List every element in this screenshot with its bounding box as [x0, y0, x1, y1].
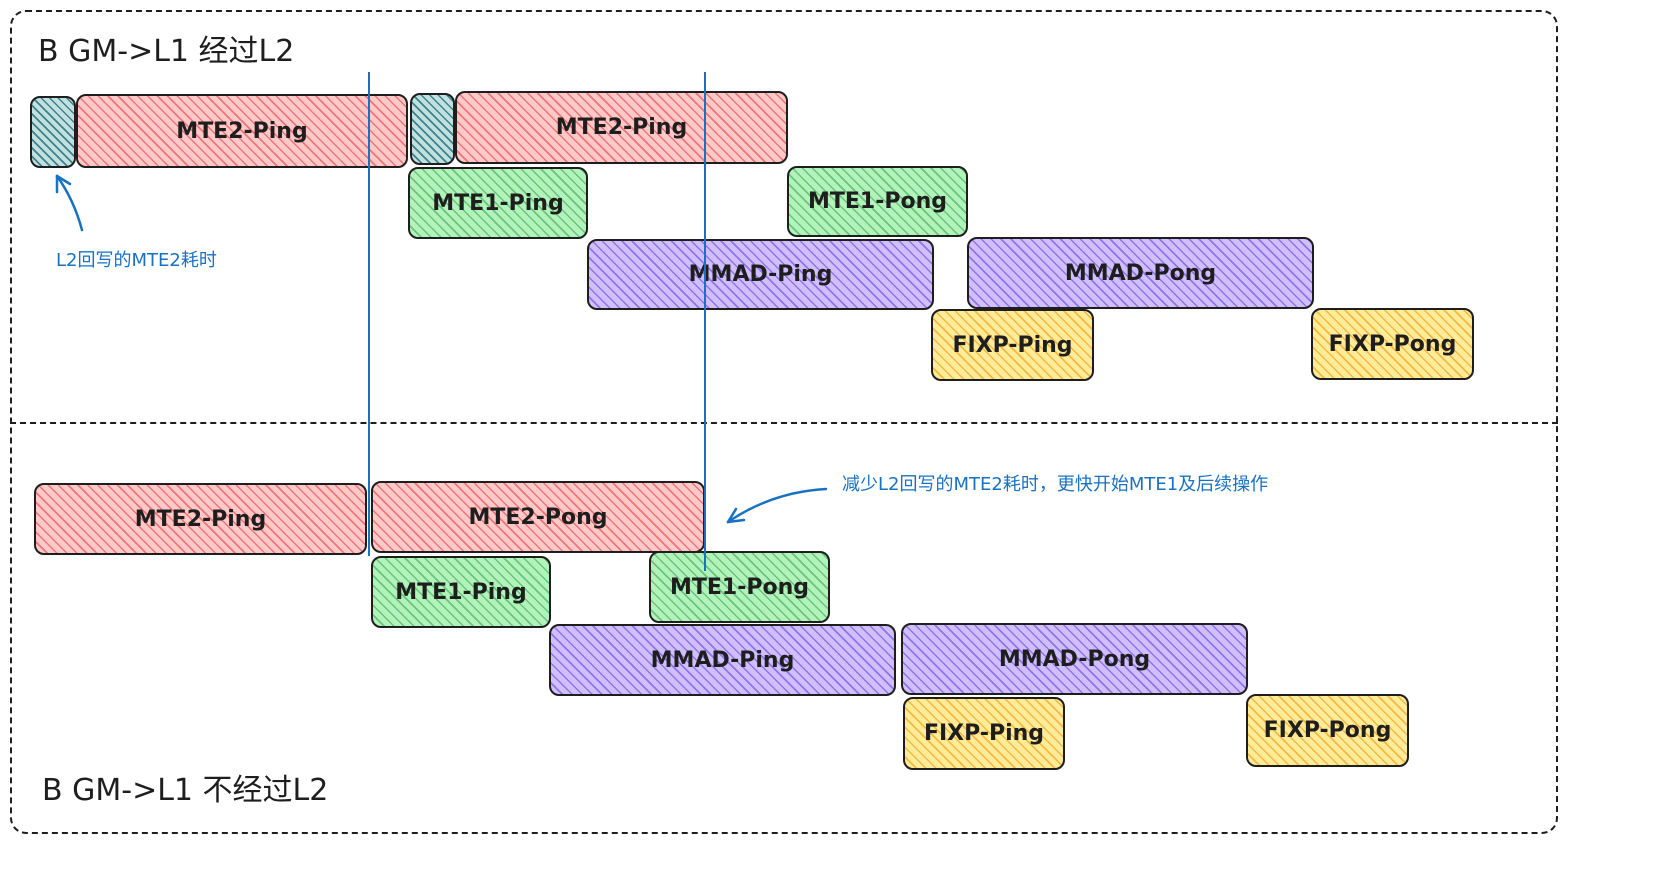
bottom-mte2-pong-box: MTE2-Pong — [371, 481, 705, 553]
top-annotation-text: L2回写的MTE2耗时 — [56, 250, 217, 271]
bottom-fixp-ping-box: FIXP-Ping — [903, 697, 1065, 770]
top-mte1-pong-box: MTE1-Pong — [787, 166, 968, 237]
top-section-title: B GM->L1 经过L2 — [38, 34, 295, 69]
bottom-mmad-ping-box: MMAD-Ping — [549, 624, 896, 696]
bottom-mte1-ping-box: MTE1-Ping — [371, 556, 551, 628]
top-mte2-ping-box-2: MTE2-Ping — [455, 91, 788, 164]
alignment-guide-line-2 — [704, 72, 706, 571]
top-fixp-pong-box: FIXP-Pong — [1311, 308, 1474, 380]
bottom-mte1-pong-box: MTE1-Pong — [649, 551, 830, 623]
bottom-mte2-ping-box: MTE2-Ping — [34, 483, 367, 555]
top-mmad-pong-box: MMAD-Pong — [967, 237, 1314, 309]
top-mte2-ping-box-1: MTE2-Ping — [76, 94, 408, 168]
top-mmad-ping-box: MMAD-Ping — [587, 239, 934, 310]
bottom-mmad-pong-box: MMAD-Pong — [901, 623, 1248, 695]
alignment-guide-line-1 — [368, 72, 370, 556]
bottom-fixp-pong-box: FIXP-Pong — [1246, 694, 1409, 767]
bottom-annotation-text: 减少L2回写的MTE2耗时，更快开始MTE1及后续操作 — [842, 474, 1269, 495]
top-l2-writeback-block-1 — [30, 96, 76, 168]
top-mte1-ping-box: MTE1-Ping — [408, 167, 588, 239]
top-l2-writeback-block-2 — [410, 93, 455, 165]
bottom-section-title: B GM->L1 不经过L2 — [42, 773, 329, 808]
top-fixp-ping-box: FIXP-Ping — [931, 309, 1094, 381]
section-divider — [10, 422, 1558, 424]
